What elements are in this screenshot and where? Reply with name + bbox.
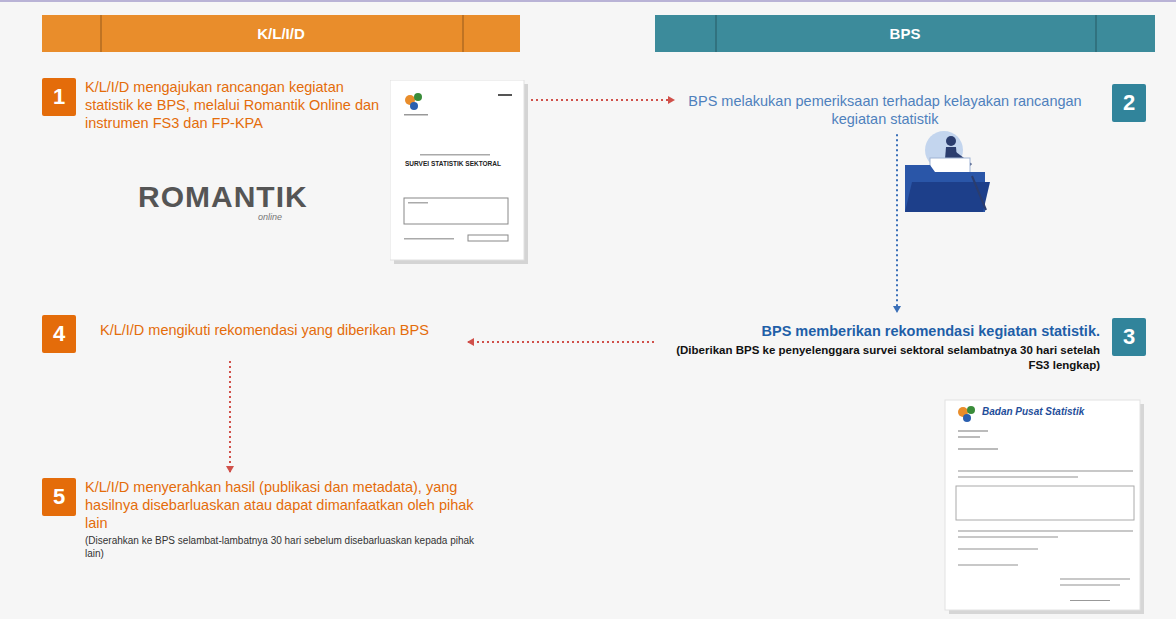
- process-step: 2 BPS melakukan pemeriksaan terhadap kela…: [680, 84, 1150, 128]
- process-step: 1K/L/I/D mengajukan rancangan kegiatan s…: [42, 78, 525, 262]
- process-step: 3 BPS memberikan rekomendasi kegiatan sta…: [660, 318, 1150, 372]
- dotted-connector: [229, 361, 231, 472]
- step-note: (Diserahkan ke BPS selambat-lambatnya 30…: [85, 535, 485, 560]
- letter-header: Badan Pusat Statistik: [982, 406, 1084, 417]
- step-number: 1: [42, 78, 76, 116]
- step-description: K/L/I/D mengikuti rekomendasi yang diber…: [100, 321, 440, 339]
- dotted-connector: [468, 341, 654, 343]
- step-number: 3: [1112, 318, 1146, 356]
- header-band: BPS: [655, 15, 1155, 52]
- logo-subtext: online: [258, 212, 282, 222]
- step-number: 4: [42, 315, 76, 353]
- band-divider: [715, 15, 717, 52]
- step-description: BPS memberikan rekomendasi kegiatan stat…: [660, 322, 1100, 340]
- top-rule: [0, 0, 1176, 2]
- header-band: K/L/I/D: [42, 15, 520, 52]
- step-description: K/L/I/D menyerahkan hasil (publikasi dan…: [85, 478, 485, 532]
- process-step: 5K/L/I/D menyerahkan hasil (publikasi da…: [42, 478, 482, 560]
- step-description: K/L/I/D mengajukan rancangan kegiatan st…: [85, 78, 385, 132]
- dotted-connector: [896, 134, 898, 312]
- band-divider: [100, 15, 102, 52]
- folder-illustration: [905, 131, 990, 212]
- step-number: 2: [1112, 84, 1146, 122]
- step-description: BPS melakukan pemeriksaan terhadap kelay…: [680, 92, 1090, 128]
- band-divider: [462, 15, 464, 52]
- step-number: 5: [42, 478, 76, 516]
- step-note: (Diberikan BPS ke penyelenggara survei s…: [660, 343, 1100, 372]
- form-title: SURVEI STATISTIK SEKTORAL: [405, 160, 501, 167]
- recommendation-letter: [945, 400, 1144, 614]
- process-step: 4 K/L/I/D mengikuti rekomendasi yang dibe…: [42, 315, 462, 355]
- logo-text: ROMANTIK: [138, 180, 308, 214]
- form-illustration: [390, 80, 530, 266]
- dotted-connector: [531, 99, 674, 101]
- band-divider: [1095, 15, 1097, 52]
- band-title: K/L/I/D: [257, 25, 305, 42]
- band-title: BPS: [890, 25, 921, 42]
